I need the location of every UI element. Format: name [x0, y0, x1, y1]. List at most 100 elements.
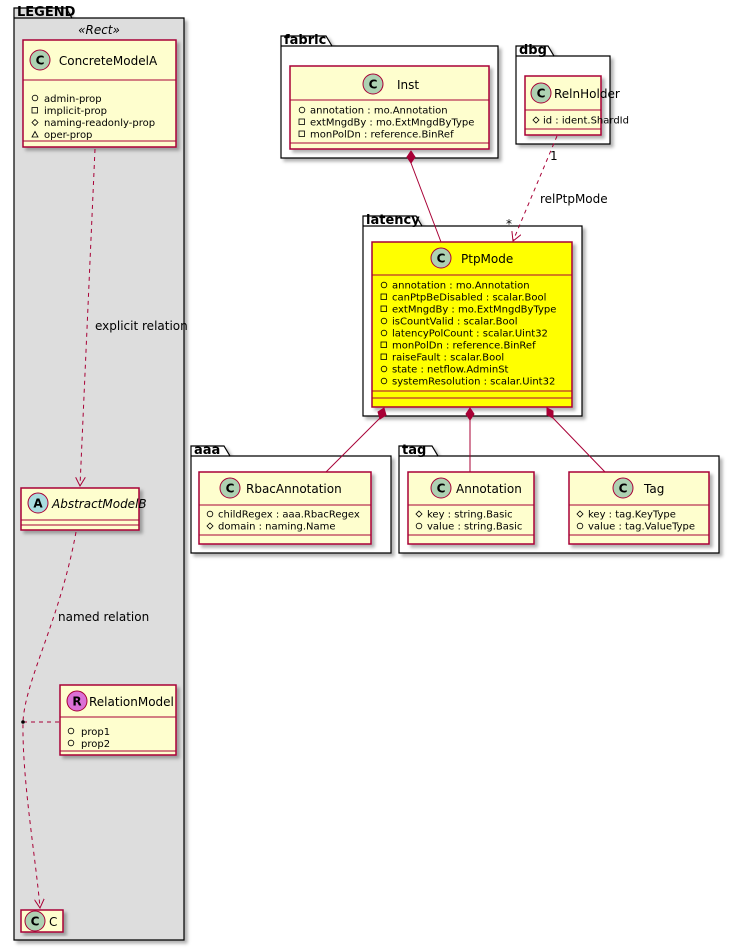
composition-diamond-icon [377, 407, 387, 420]
class-relnholder[interactable]: C RelnHolder id : ident.ShardId [524, 75, 629, 136]
public-visibility-icon [380, 281, 388, 289]
attribute: systemResolution : scalar.Uint32 [392, 377, 555, 388]
protected-visibility-icon [31, 118, 39, 127]
class-name: C [49, 915, 57, 929]
explicit-relation-label: explicit relation [95, 319, 188, 333]
class-badge-icon [430, 477, 452, 499]
class-relation-model[interactable]: R RelationModel prop1 prop2 [59, 684, 177, 756]
relation-badge-icon [66, 690, 88, 712]
badge-letter: C [36, 54, 45, 68]
attribute: monPolDn : reference.BinRef [392, 341, 536, 352]
package-title: tag [402, 443, 426, 458]
public-visibility-icon [576, 522, 584, 530]
class-inst[interactable]: C Inst annotation : mo.Annotation extMng… [289, 65, 490, 150]
named-relation-label: named relation [58, 610, 149, 624]
badge-letter: C [537, 87, 546, 101]
public-visibility-icon [298, 106, 306, 114]
named-relation: named relation [21, 531, 149, 908]
composition-ptpmode-tag [546, 407, 606, 473]
relation-relptpmode: 1 relPtpMode * [506, 135, 608, 241]
attribute: key : string.Basic [427, 510, 513, 521]
legend-title: LEGEND [17, 5, 76, 20]
multiplicity-target: * [506, 217, 512, 231]
class-c[interactable]: C C [20, 909, 64, 933]
multiplicity-source: 1 [550, 149, 558, 163]
legend-stereotype: «Rect» [78, 23, 120, 37]
class-badge-icon [219, 477, 241, 499]
attribute: admin-prop [44, 94, 102, 105]
package-title: aaa [194, 443, 220, 458]
relation-label: relPtpMode [540, 192, 608, 206]
class-concrete-model-a[interactable]: C ConcreteModelA admin-prop implicit-pro… [22, 39, 177, 148]
package-visibility-icon [31, 130, 39, 138]
attribute: raiseFault : scalar.Bool [392, 353, 504, 364]
attribute: key : tag.KeyType [588, 510, 676, 521]
class-abstract-model-b[interactable]: A AbstractModelB [20, 487, 147, 531]
class-rbacannotation[interactable]: C RbacAnnotation childRegex : aaa.RbacRe… [198, 471, 372, 545]
attribute: childRegex : aaa.RbacRegex [218, 510, 360, 521]
private-visibility-icon [380, 305, 387, 312]
class-name: AbstractModelB [51, 497, 147, 511]
class-badge-icon [362, 73, 384, 95]
association-point [21, 720, 25, 724]
badge-letter: C [369, 78, 378, 92]
class-name: RelationModel [89, 695, 174, 709]
private-visibility-icon [380, 353, 387, 360]
protected-visibility-icon [576, 510, 584, 518]
composition-inst-ptpmode [406, 150, 442, 243]
class-annotation[interactable]: C Annotation key : string.Basic value : … [407, 471, 535, 545]
class-name: Annotation [456, 482, 522, 496]
abstract-badge-icon [27, 492, 49, 514]
attribute: extMngdBy : mo.ExtMngdByType [310, 118, 474, 129]
private-visibility-icon [298, 118, 305, 125]
package-title: latency [366, 213, 420, 228]
attribute: prop2 [81, 739, 110, 750]
class-tag[interactable]: C Tag key : tag.KeyType value : tag.Valu… [568, 471, 710, 545]
public-visibility-icon [380, 377, 388, 385]
protected-visibility-icon [532, 116, 540, 124]
badge-letter: C [226, 482, 235, 496]
class-badge-icon [430, 247, 452, 269]
attribute: state : netflow.AdminSt [392, 365, 509, 376]
class-name: PtpMode [461, 252, 513, 266]
attribute: annotation : mo.Annotation [310, 106, 448, 117]
attribute: implicit-prop [44, 106, 107, 117]
class-name: ConcreteModelA [59, 54, 158, 68]
class-name: Tag [643, 482, 664, 496]
attribute: extMngdBy : mo.ExtMngdByType [392, 305, 556, 316]
public-visibility-icon [206, 510, 214, 518]
attribute: annotation : mo.Annotation [392, 281, 530, 292]
package-title: dbg [519, 43, 547, 58]
attribute: naming-readonly-prop [44, 118, 155, 129]
composition-ptpmode-annotation [465, 407, 475, 472]
ptpmode-attributes: annotation : mo.Annotation canPtpBeDisab… [380, 281, 556, 388]
package-title: fabric [284, 33, 326, 48]
attribute: isCountValid : scalar.Bool [392, 317, 518, 328]
attribute: value : tag.ValueType [588, 522, 695, 533]
badge-letter: C [437, 482, 446, 496]
badge-letter: C [31, 915, 40, 929]
private-visibility-icon [31, 107, 38, 114]
attribute: prop1 [81, 727, 110, 738]
attribute: value : string.Basic [427, 522, 522, 533]
attribute: canPtpBeDisabled : scalar.Bool [392, 293, 546, 304]
class-badge-icon [29, 49, 51, 71]
composition-ptpmode-rbacannotation [325, 407, 387, 473]
attribute: id : ident.ShardId [543, 116, 629, 127]
private-visibility-icon [298, 130, 305, 137]
badge-letter: R [72, 695, 81, 709]
class-ptpmode[interactable]: C PtpMode annotation : mo.Annotation can… [371, 241, 573, 408]
class-badge-icon [530, 82, 552, 104]
attribute: monPolDn : reference.BinRef [310, 130, 454, 141]
private-visibility-icon [380, 341, 387, 348]
protected-visibility-icon [206, 522, 214, 530]
public-visibility-icon [415, 522, 423, 530]
attribute: oper-prop [44, 130, 92, 141]
attribute: domain : naming.Name [218, 522, 336, 533]
public-visibility-icon [380, 329, 388, 337]
public-visibility-icon [67, 739, 75, 747]
attribute: latencyPolCount : scalar.Uint32 [392, 329, 548, 340]
class-name: Inst [397, 78, 419, 92]
badge-letter: C [437, 252, 446, 266]
